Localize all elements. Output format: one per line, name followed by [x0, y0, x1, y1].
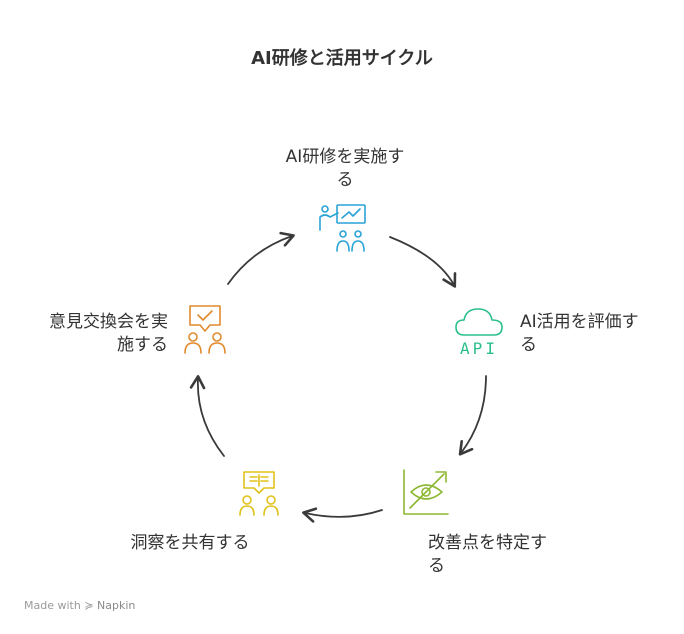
step-label-2: AI活用を評価す る	[520, 312, 639, 355]
step-label-1: AI研修を実施す る	[285, 147, 405, 190]
step-label-5: 意見交換会を実 施する	[49, 312, 168, 355]
eye-chart-icon	[403, 469, 449, 515]
footer-credit: Made with ≽ Napkin	[24, 599, 135, 612]
presentation-training-icon	[319, 204, 366, 252]
step-label-3: 改善点を特定す る	[428, 533, 547, 576]
footer-brand: Napkin	[97, 599, 136, 612]
napkin-logo-icon: ≽	[84, 599, 94, 612]
book-people-icon	[239, 471, 279, 516]
arrow-step4-to-step5	[189, 375, 225, 457]
arrow-step5-to-step1	[227, 231, 295, 285]
chat-people-icon	[184, 305, 226, 354]
step-label-4: 洞察を共有する	[130, 533, 250, 553]
page-title: AI研修と活用サイクル	[251, 48, 433, 69]
api-text: API	[460, 339, 498, 358]
arrow-step2-to-step3	[458, 375, 487, 456]
footer-made-with: Made with	[24, 599, 81, 612]
arrow-step1-to-step2	[389, 236, 457, 288]
cloud-api-icon	[455, 308, 503, 336]
arrow-step3-to-step4	[302, 507, 383, 523]
